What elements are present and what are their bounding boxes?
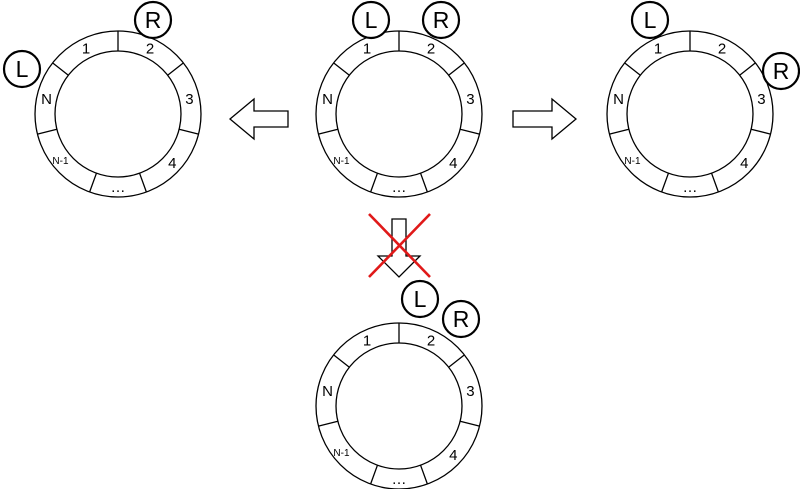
segment-label: N bbox=[322, 383, 333, 400]
ring-inner-circle bbox=[626, 50, 754, 178]
segment-label: … bbox=[392, 179, 407, 196]
pointer-l-marker: L bbox=[2, 49, 42, 89]
segment-label: N-1 bbox=[624, 156, 641, 167]
pointer-circle bbox=[351, 0, 391, 40]
segment-label: 3 bbox=[466, 383, 474, 400]
segment-divider bbox=[167, 62, 184, 76]
segment-label: N-1 bbox=[333, 156, 350, 167]
segment-label: … bbox=[683, 179, 698, 196]
segment-divider bbox=[178, 128, 199, 135]
segment-divider bbox=[459, 420, 480, 427]
segment-label: N-1 bbox=[333, 448, 350, 459]
segment-divider bbox=[419, 464, 428, 485]
pointer-label: L bbox=[16, 56, 29, 82]
segment-label: 1 bbox=[363, 332, 371, 349]
segment-divider bbox=[333, 62, 350, 76]
ring-right: 1 2 3 4 … N-1 N L R bbox=[606, 0, 800, 198]
segment-divider bbox=[89, 172, 98, 193]
segment-label: 2 bbox=[718, 40, 726, 57]
left-arrow bbox=[228, 97, 289, 141]
segment-divider bbox=[37, 128, 58, 135]
ring-left: 1 2 3 4 … N-1 NL R bbox=[2, 0, 202, 198]
ring-inner-circle bbox=[335, 50, 463, 178]
ring-outer-circle bbox=[606, 30, 774, 198]
segment-label: 2 bbox=[427, 40, 435, 57]
pointer-l-marker: L bbox=[630, 0, 670, 40]
segment-label: 3 bbox=[757, 91, 765, 108]
ring-outer-circle bbox=[315, 322, 483, 489]
segment-divider bbox=[448, 354, 465, 368]
pointer-label: R bbox=[453, 306, 470, 332]
segment-divider bbox=[318, 420, 339, 427]
ring-outer-circle bbox=[34, 30, 202, 198]
pointer-circle bbox=[630, 0, 670, 40]
pointer-circle bbox=[400, 279, 440, 319]
ring-inner-circle bbox=[335, 342, 463, 470]
down-arrow bbox=[376, 218, 422, 278]
segment-label: 2 bbox=[427, 332, 435, 349]
segment-divider bbox=[52, 62, 69, 76]
segment-label: 4 bbox=[449, 155, 457, 172]
ring-center: 1 2 3 4 … N-1 N L R bbox=[315, 0, 483, 198]
ring-inner-circle bbox=[54, 50, 182, 178]
segment-label: 3 bbox=[466, 91, 474, 108]
pointer-circle bbox=[441, 299, 481, 339]
segment-label: 2 bbox=[146, 40, 154, 57]
ring-bottom: 1 2 3 4 … N-1 N LR bbox=[315, 279, 483, 489]
pointer-circle bbox=[2, 49, 42, 89]
pointer-label: L bbox=[644, 7, 657, 33]
pointer-circle bbox=[421, 0, 461, 40]
pointer-circle bbox=[761, 51, 800, 91]
segment-divider bbox=[459, 128, 480, 135]
segment-divider bbox=[138, 172, 147, 193]
ring-outer-circle bbox=[315, 30, 483, 198]
segment-label: … bbox=[392, 471, 407, 488]
pointer-l-marker: L bbox=[351, 0, 391, 40]
segment-label: 4 bbox=[740, 155, 748, 172]
segment-divider bbox=[661, 172, 670, 193]
pointer-r-marker: R bbox=[761, 51, 800, 91]
segment-divider bbox=[318, 128, 339, 135]
pointer-label: R bbox=[145, 7, 162, 33]
segment-divider bbox=[624, 62, 641, 76]
segment-label: 1 bbox=[82, 40, 90, 57]
right-arrow bbox=[512, 97, 578, 141]
segment-divider bbox=[333, 354, 350, 368]
pointer-label: R bbox=[773, 58, 790, 84]
segment-label: N bbox=[322, 91, 333, 108]
segment-label: 1 bbox=[654, 40, 662, 57]
segment-divider bbox=[370, 172, 379, 193]
red-cross-mark bbox=[368, 213, 431, 278]
segment-divider bbox=[750, 128, 771, 135]
segment-divider bbox=[419, 172, 428, 193]
segment-label: 4 bbox=[449, 447, 457, 464]
pointer-r-marker: R bbox=[421, 0, 461, 40]
segment-divider bbox=[609, 128, 630, 135]
segment-label: N bbox=[41, 91, 52, 108]
pointer-r-marker: R bbox=[441, 299, 481, 339]
pointer-circle bbox=[133, 0, 173, 40]
segment-divider bbox=[710, 172, 719, 193]
segment-divider bbox=[739, 62, 756, 76]
segment-label: … bbox=[111, 179, 126, 196]
pointer-label: R bbox=[433, 7, 450, 33]
segment-divider bbox=[370, 464, 379, 485]
pointer-label: L bbox=[414, 286, 427, 312]
segment-label: N-1 bbox=[52, 156, 69, 167]
pointer-r-marker: R bbox=[133, 0, 173, 40]
segment-label: 4 bbox=[168, 155, 176, 172]
pointer-label: L bbox=[365, 7, 378, 33]
pointer-l-marker: L bbox=[400, 279, 440, 319]
segment-divider bbox=[448, 62, 465, 76]
segment-label: 3 bbox=[185, 91, 193, 108]
segment-label: N bbox=[613, 91, 624, 108]
segment-label: 1 bbox=[363, 40, 371, 57]
